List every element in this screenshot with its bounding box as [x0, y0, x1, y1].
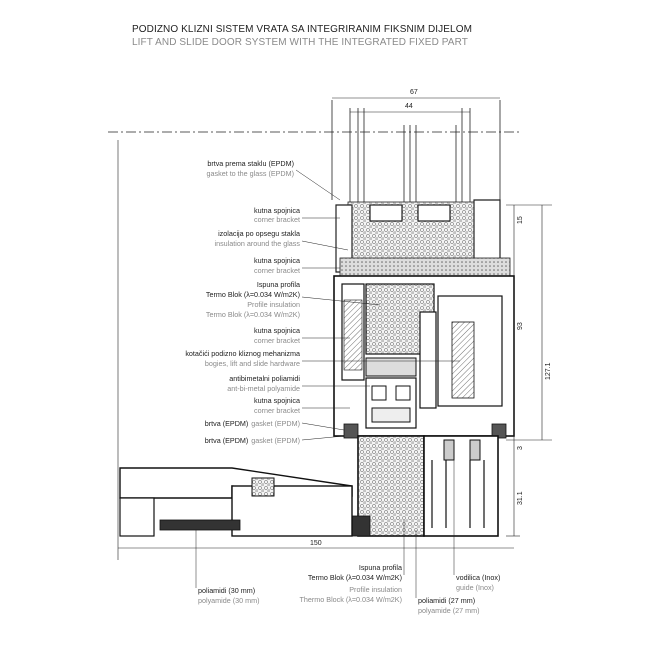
dim-3: 3	[517, 446, 524, 450]
label-bottom-thermo-en: Thermo Block (λ=0.034 W/m2K)	[300, 595, 402, 604]
dim-15: 15	[517, 216, 524, 224]
label-thermo-block-en: Termo Blok (λ=0.034 W/m2K)	[206, 310, 300, 319]
dim-93: 93	[517, 322, 524, 330]
label-corner-bracket-4-hr: kutna spojnica	[254, 396, 300, 405]
label-polyamide30-hr: poliamidi (30 mm)	[198, 586, 255, 595]
dimension-lines	[117, 97, 552, 560]
label-polyamide-ab-en: ant-bi-metal polyamide	[227, 384, 300, 393]
frame-profile-right	[423, 435, 499, 537]
gasket-epdm-left	[343, 423, 359, 439]
label-corner-bracket-1-en: corner bracket	[254, 215, 300, 224]
polyamide-strip-upper	[365, 357, 417, 377]
label-profile-insulation-en: Profile insulation	[247, 300, 300, 309]
label-bogies-hr: kotačići podizno kliznog mehanizma	[185, 349, 300, 358]
dim-67: 67	[410, 89, 418, 96]
label-gasket-2: brtva (EPDM)gasket (EPDM)	[205, 436, 300, 445]
label-guide-en: guide (Inox)	[456, 583, 494, 592]
label-gasket-1: brtva (EPDM)gasket (EPDM)	[205, 419, 300, 428]
dim-150: 150	[310, 540, 322, 547]
corner-bracket-vertical	[343, 299, 363, 371]
glass-seat	[339, 257, 511, 277]
label-bottom-insulation-en: Profile insulation	[349, 585, 402, 594]
spacer-left	[369, 204, 403, 222]
label-glass-insulation-hr: izolacija po opsegu stakla	[218, 229, 300, 238]
polyamide-30	[159, 519, 241, 531]
label-polyamide27-hr: poliamidi (27 mm)	[418, 596, 475, 605]
inox-guide	[443, 439, 455, 461]
label-corner-bracket-4-en: corner bracket	[254, 406, 300, 415]
label-corner-bracket-1-hr: kutna spojnica	[254, 206, 300, 215]
bogie-mechanism	[451, 321, 475, 399]
title-english: LIFT AND SLIDE DOOR SYSTEM WITH THE INTE…	[132, 37, 468, 48]
gasket-epdm-right	[491, 423, 507, 439]
label-thermo-block-hr: Termo Blok (λ=0.034 W/m2K)	[206, 290, 300, 299]
label-polyamide27-en: polyamide (27 mm)	[418, 606, 480, 615]
spacer-right	[417, 204, 451, 222]
label-glass-insulation-en: insulation around the glass	[214, 239, 300, 248]
title-croatian: PODIZNO KLIZNI SISTEM VRATA SA INTEGRIRA…	[132, 24, 473, 35]
dim-44: 44	[405, 103, 413, 110]
label-bogies-en: bogies, lift and slide hardware	[205, 359, 300, 368]
label-profile-insulation-hr: Ispuna profila	[257, 280, 300, 289]
label-corner-bracket-3-hr: kutna spojnica	[254, 326, 300, 335]
callout-labels-left: brtva prema staklu (EPDM) gasket to the …	[185, 159, 460, 445]
threshold-gasket	[251, 477, 275, 497]
label-polyamide-ab-hr: antibimetalni poliamidi	[229, 374, 300, 383]
label-bottom-thermo-hr: Termo Blok (λ=0.034 W/m2K)	[308, 573, 402, 582]
callout-labels-bottom: poliamidi (30 mm) polyamide (30 mm) Ispu…	[195, 460, 500, 615]
label-glass-gasket-hr: brtva prema staklu (EPDM)	[207, 159, 294, 168]
label-glass-gasket-en: gasket to the glass (EPDM)	[207, 169, 294, 178]
label-guide-hr: vodilica (Inox)	[456, 573, 500, 582]
label-corner-bracket-3-en: corner bracket	[254, 336, 300, 345]
dim-31: 31.1	[517, 491, 524, 505]
label-bottom-insulation-hr: Ispuna profila	[359, 563, 402, 572]
threshold-body	[231, 485, 353, 537]
label-polyamide30-en: polyamide (30 mm)	[198, 596, 260, 605]
glass-panel	[331, 100, 501, 210]
dim-127: 127.1	[545, 362, 552, 380]
label-corner-bracket-2-en: corner bracket	[254, 266, 300, 275]
label-corner-bracket-2-hr: kutna spojnica	[254, 256, 300, 265]
